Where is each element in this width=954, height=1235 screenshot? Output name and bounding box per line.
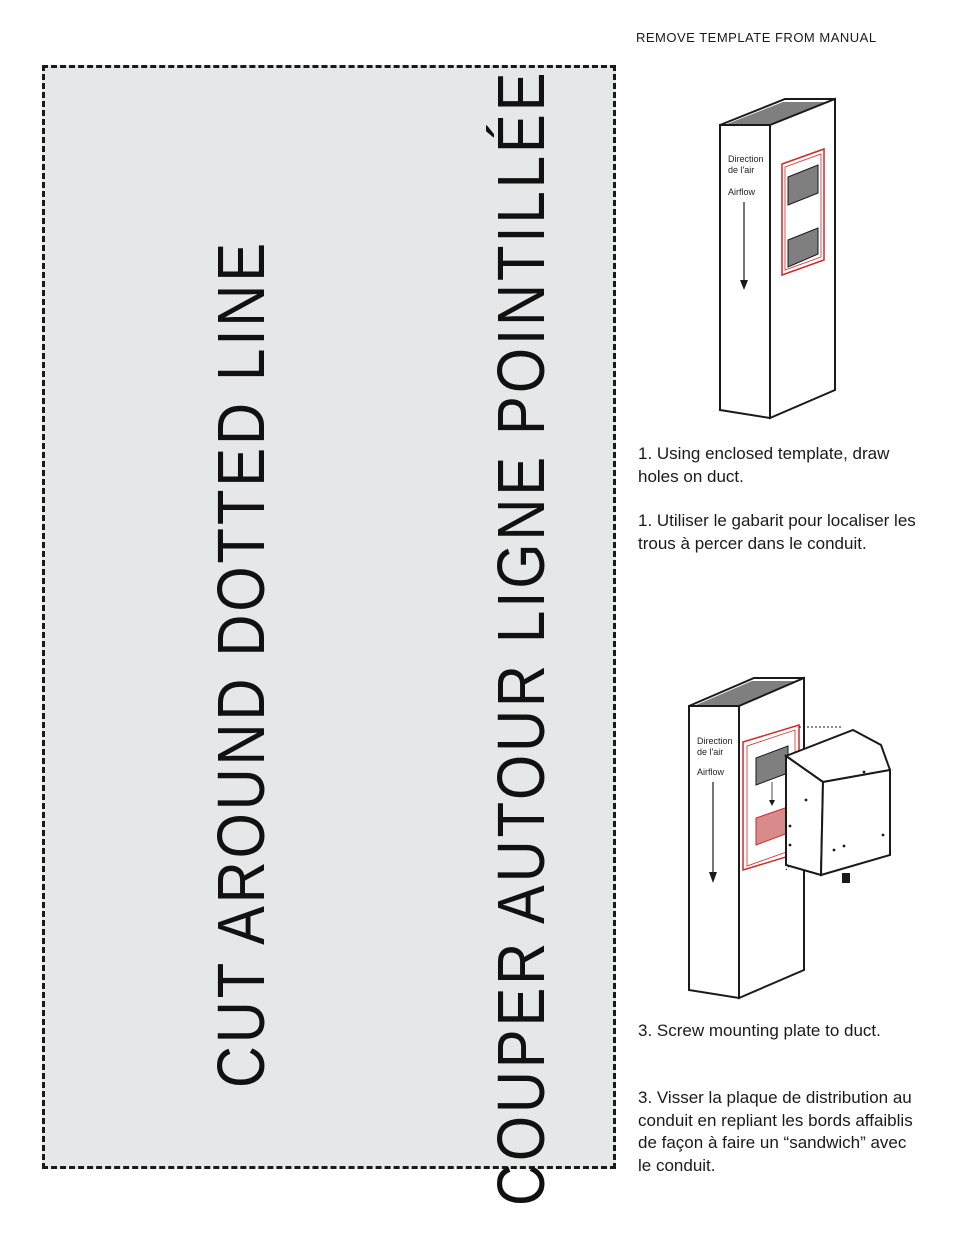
step3-english: 3. Screw mounting plate to duct. [638,1021,881,1040]
airflow-label-fr-2: de l'air [697,747,723,757]
cut-instruction-en: CUT AROUND DOTTED LINE [204,239,279,1088]
airflow-arrow-icon [740,280,748,290]
step1-french: 1. Utiliser le gabarit pour localiser le… [638,511,916,553]
airflow-label-fr: Direction [697,736,733,746]
header-instruction: REMOVE TEMPLATE FROM MANUAL [636,30,877,45]
step3-french: 3. Visser la plaque de distribution au c… [638,1088,913,1175]
cut-template: CUT AROUND DOTTED LINE COUPER AUTOUR LIG… [42,65,616,1206]
airflow-label-fr-2: de l'air [728,165,754,175]
duct-mounted-unit-illustration: Direction de l'air Airflow [688,676,892,1000]
airflow-label-en: Airflow [697,767,725,777]
airflow-arrow-icon [709,872,717,883]
step1-english: 1. Using enclosed template, draw holes o… [638,444,890,486]
airflow-label-fr: Direction [728,154,764,164]
airflow-label-en: Airflow [728,187,756,197]
cut-instruction-fr: COUPER AUTOUR LIGNE POINTILLÉE [484,69,559,1206]
duct-template-illustration: Direction de l'air Airflow [719,97,836,420]
